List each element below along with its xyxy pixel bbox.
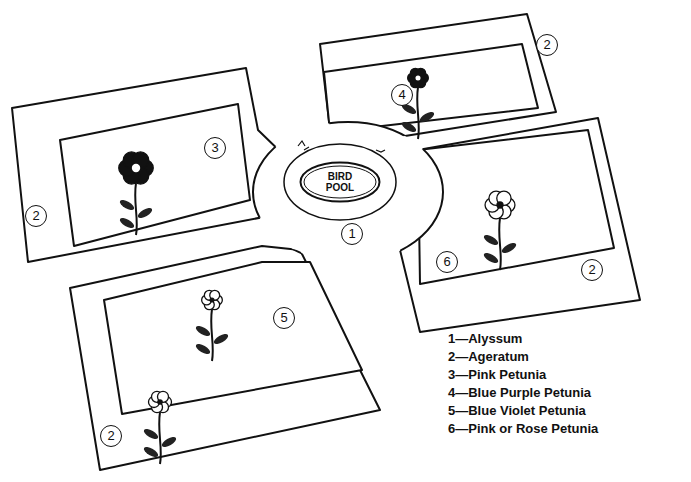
stem — [211, 309, 213, 361]
callout-number: 6 — [436, 251, 458, 273]
bed-inner — [60, 104, 250, 246]
bird-marks — [298, 141, 385, 152]
leaf — [194, 342, 211, 356]
sparkle — [298, 141, 309, 150]
petunia-figure — [482, 191, 517, 270]
callout-number: 2 — [581, 259, 603, 281]
leaf — [118, 216, 135, 230]
flower-center — [496, 201, 503, 208]
leaf — [160, 435, 177, 449]
flower-beds — [12, 14, 640, 470]
stem — [499, 218, 501, 270]
legend-entry: 1—Alyssum — [448, 330, 691, 347]
callout-number: 3 — [204, 137, 226, 159]
flower-center — [415, 75, 420, 80]
petunia-figure — [118, 152, 153, 235]
callout-number: 2 — [25, 205, 47, 227]
bed-outline — [12, 68, 320, 262]
legend-entry: 2—Ageratum — [448, 348, 691, 365]
flower-center — [209, 297, 214, 302]
leaf — [482, 251, 499, 265]
leaf — [142, 445, 159, 459]
path-circle-edge — [253, 122, 443, 262]
callout-number: 1 — [341, 223, 363, 245]
flower-center — [132, 164, 140, 172]
leaf — [142, 427, 159, 441]
petunia-figure — [142, 391, 177, 464]
callout-number: 4 — [391, 84, 413, 106]
bed-inner — [104, 262, 362, 414]
stem — [159, 412, 161, 464]
pool-ellipse: BIRD POOL — [299, 161, 381, 203]
legend-entry: 6—Pink or Rose Petunia — [448, 420, 604, 437]
stem — [417, 87, 419, 139]
bed-inner — [324, 44, 538, 132]
leaf — [500, 241, 517, 255]
pool-label: BIRD POOL — [314, 171, 366, 193]
alyssum-ring — [284, 144, 396, 220]
bed-inner — [418, 130, 614, 284]
pool-edge — [301, 163, 380, 202]
callout-number: 2 — [100, 425, 122, 447]
bed-outline — [320, 14, 556, 140]
petunia-figure — [194, 290, 229, 361]
sparkle — [376, 150, 385, 152]
pool-rim — [304, 166, 376, 198]
bed-outline — [70, 246, 380, 470]
leaf — [400, 120, 417, 134]
leaf — [194, 324, 211, 338]
stem — [135, 183, 137, 235]
leaf — [136, 206, 153, 220]
leaf — [418, 110, 435, 124]
legend-entry: 3—Pink Petunia — [448, 366, 691, 383]
leaf — [482, 233, 499, 247]
leaf — [118, 198, 135, 212]
flower-center — [157, 399, 163, 405]
callout-number: 5 — [273, 307, 295, 329]
callout-number: 2 — [536, 34, 558, 56]
leaf — [212, 332, 229, 346]
legend-entry: 5—Blue Violet Petunia — [448, 402, 691, 419]
bed-outline — [400, 118, 640, 332]
legend-entry: 4—Blue Purple Petunia — [448, 384, 691, 401]
